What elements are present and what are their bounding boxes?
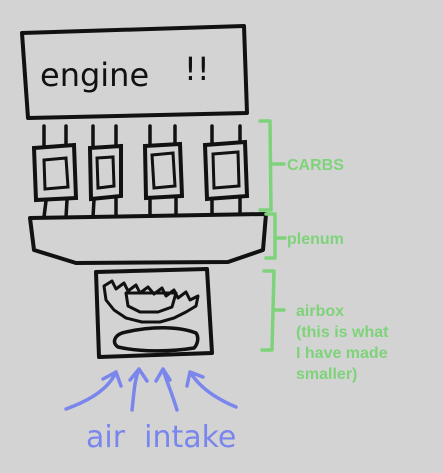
plenum [28, 212, 268, 265]
plenum-bracket [264, 212, 287, 260]
airbox-label: airbox (this is what I have made smaller… [296, 303, 389, 383]
carb-pipes-bottom [42, 196, 242, 219]
arrow-up-icon [185, 370, 238, 409]
arrow-up-icon [64, 370, 123, 411]
intake-arrows [64, 367, 238, 412]
arrow-up-icon [154, 367, 179, 412]
carburetor-1 [31, 142, 79, 203]
carbs-label: CARBS [287, 157, 344, 174]
engine-label: engine [40, 56, 149, 94]
carbs-bracket [258, 119, 286, 212]
carburetor-3 [142, 141, 185, 201]
air-intake-label: air intake [86, 420, 236, 455]
carburetor-2 [87, 143, 123, 202]
airbox-bracket [260, 269, 286, 352]
annotation-brackets [258, 119, 287, 352]
air-filter-gear-icon [102, 279, 200, 324]
carb-pipes-top [42, 124, 242, 147]
arrow-up-icon [128, 367, 149, 412]
carburetor-4 [202, 139, 250, 202]
airbox [94, 267, 214, 359]
engine-face: !! [184, 50, 210, 88]
engine-block: engine !! [20, 24, 249, 120]
plenum-label: plenum [287, 231, 344, 248]
